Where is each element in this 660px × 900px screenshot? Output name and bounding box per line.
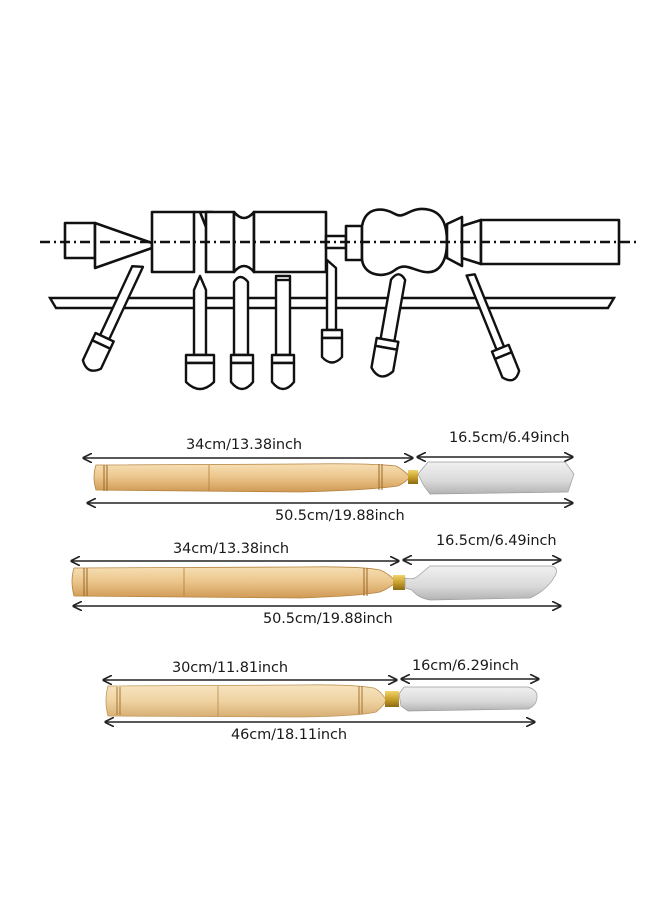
tool-2-blade — [404, 565, 557, 601]
tool-3-blade-length-label: 16cm/6.29inch — [412, 658, 519, 674]
tool-2-handle-length-label: 34cm/13.38inch — [173, 541, 289, 557]
tool-3-ferrule — [385, 691, 399, 707]
diagram-tool-round-scraper — [370, 273, 407, 378]
tool-1-blade-length-label: 16.5cm/6.49inch — [449, 430, 570, 446]
tool-3-handle — [105, 684, 387, 718]
diagram-tool-side-scraper — [320, 258, 344, 364]
tool-2-handle — [71, 566, 397, 599]
diagram-tool-square-scraper — [270, 274, 296, 391]
diagram-tool-skew — [81, 265, 145, 372]
diagram-tool-gouge — [229, 275, 255, 391]
tool-1-handle-length-label: 34cm/13.38inch — [186, 437, 302, 453]
diagram-tool-skew-right — [465, 273, 521, 382]
tool-1 — [84, 457, 575, 503]
tool-3-handle-length-label: 30cm/11.81inch — [172, 660, 288, 676]
tool-3-total-length-label: 46cm/18.11inch — [231, 727, 347, 743]
tool-3-blade — [398, 686, 538, 712]
tool-1-ferrule — [408, 470, 418, 484]
headstock-block — [63, 221, 97, 260]
tool-2 — [72, 560, 560, 606]
tool-2-ferrule — [393, 575, 405, 590]
tool-1-blade — [417, 461, 575, 495]
tool-2-blade-length-label: 16.5cm/6.49inch — [436, 533, 557, 549]
tool-3 — [104, 679, 538, 722]
tool-1-handle — [93, 463, 411, 493]
diagram-tool-parting — [184, 274, 216, 391]
tool-1-total-length-label: 50.5cm/19.88inch — [275, 508, 405, 524]
tool-2-total-length-label: 50.5cm/19.88inch — [263, 611, 393, 627]
